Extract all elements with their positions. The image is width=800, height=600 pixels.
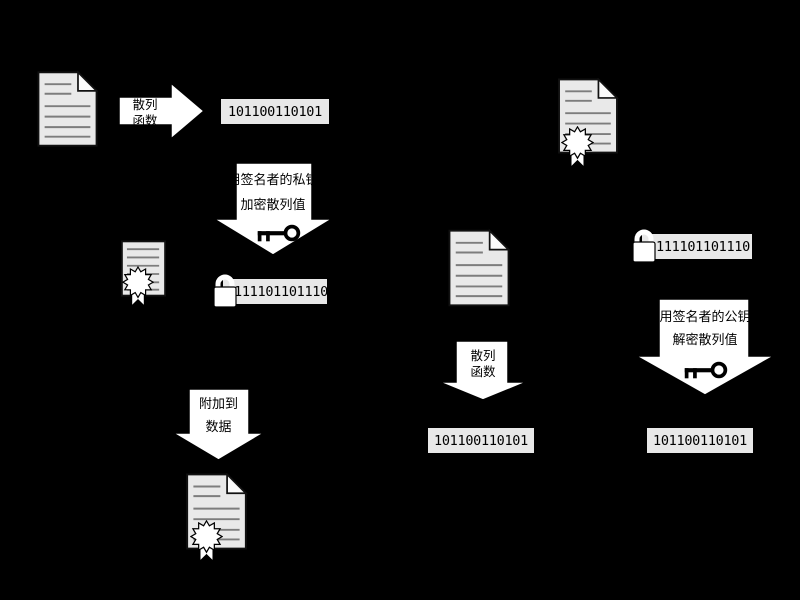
certificate-seal-icon [190,520,223,563]
hash-function-label-line1: 散列 [132,98,158,112]
hash-function-arrow-icon [118,81,206,141]
received-signature-value-box: 111101101110 [641,233,753,260]
append-arrow-label-line2: 数据 [205,419,232,434]
private-key-icon [257,221,301,245]
append-to-data-arrow-icon [170,388,267,461]
append-arrow-label-line1: 附加到 [198,396,238,411]
document-icon [37,70,98,148]
verify-hash-function-arrow-icon [438,340,528,401]
hash-value-text: 101100110101 [228,103,322,120]
verify-hash-label-line1: 散列 [470,349,496,363]
decrypt-arrow-label-line2: 解密散列值 [672,332,738,347]
computed-hash-value-text: 101100110101 [434,432,528,449]
verify-hash-function-label: 散列 函数 [438,348,528,380]
encrypt-arrow-label-line2: 加密散列值 [240,197,306,212]
received-signature-value-text: 111101101110 [656,238,750,255]
decrypted-hash-value-box: 101100110101 [646,427,754,454]
encrypt-with-private-key-arrow-icon [211,162,335,256]
lock-icon [213,274,237,308]
decrypted-hash-value-text: 101100110101 [653,432,747,449]
decrypt-arrow-label-line1: 用签名者的公钥 [659,309,751,324]
certificate-seal-icon [122,266,154,308]
lock-icon [632,229,656,263]
received-data-document-icon [448,228,510,308]
hash-function-label: 散列 函数 [120,97,170,129]
hash-value-box: 101100110101 [220,98,330,125]
certificate-seal-icon [561,126,594,169]
verify-hash-label-line2: 函数 [470,365,496,379]
public-key-icon [684,358,728,382]
encrypt-arrow-label-line1: 用签名者的私钥 [227,172,319,187]
hash-function-label-line2: 函数 [132,114,158,128]
signature-value-text: 111101101110 [234,283,328,300]
decrypt-with-public-key-arrow-icon [633,298,777,396]
computed-hash-value-box: 101100110101 [427,427,535,454]
signature-value-box: 111101101110 [222,278,328,305]
